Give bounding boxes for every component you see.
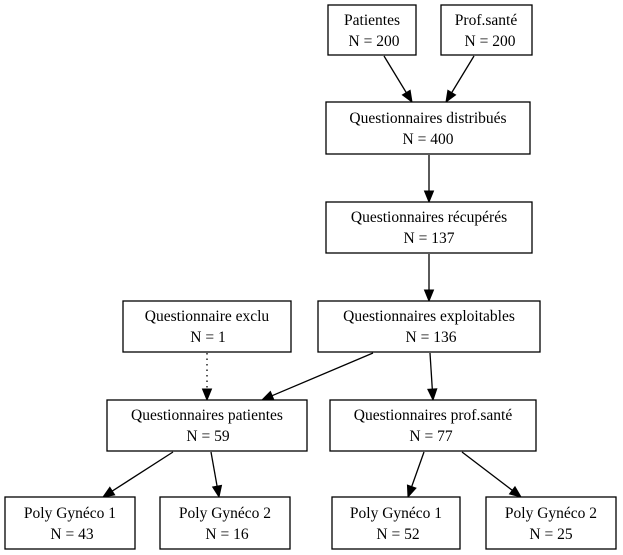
node-prof-gyneco2-count: N = 25	[529, 526, 572, 543]
node-pat-gyneco1-count: N = 43	[50, 526, 93, 543]
node-patientes-label: Patientes	[344, 12, 400, 29]
edge-q_patientes-to-pat_gyneco2	[210, 451, 218, 487]
edge-exploitables-to-q_patientes	[271, 352, 374, 397]
arrowhead-patientes-to-distribues	[401, 89, 413, 104]
node-prof-sante: Prof.santé N = 200	[440, 4, 533, 56]
node-prof-gyneco1-label: Poly Gynéco 1	[350, 505, 442, 522]
arrowhead-exploitables-to-q_patientes	[260, 390, 275, 401]
node-pat-gyneco1-label: Poly Gynéco 1	[24, 505, 116, 522]
edge-prof_sante-to-distribues	[451, 55, 475, 93]
node-questionnaires-patientes: Questionnaires patientes N = 59	[106, 399, 308, 452]
node-exploitables-label: Questionnaires exploitables	[343, 308, 515, 325]
node-questionnaires-exploitables: Questionnaires exploitables N = 136	[317, 300, 541, 353]
node-exploitables-count: N = 136	[406, 329, 457, 346]
arrowhead-distribues-to-recuperes	[423, 190, 435, 204]
node-pat-gyneco2-count: N = 16	[205, 526, 248, 543]
node-distribues-label: Questionnaires distribués	[349, 110, 506, 127]
node-recuperes-count: N = 137	[404, 230, 455, 247]
node-questionnaires-prof-sante: Questionnaires prof.santé N = 77	[329, 399, 537, 452]
node-patientes-count: N = 200	[349, 33, 400, 50]
node-exclu-count: N = 1	[190, 329, 225, 346]
edge-patientes-to-distribues	[383, 55, 407, 93]
arrowhead-recuperes-to-exploitables	[423, 289, 435, 303]
node-patientes: Patientes N = 200	[327, 4, 417, 56]
arrowhead-prof_sante-to-distribues	[445, 89, 457, 104]
node-q-prof-sante-count: N = 77	[409, 428, 452, 445]
node-prof-gyneco2-label: Poly Gynéco 2	[505, 505, 597, 522]
node-prof-sante-count: N = 200	[465, 33, 516, 50]
node-prof-poly-gyneco-1: Poly Gynéco 1 N = 52	[331, 496, 461, 550]
node-questionnaire-exclu: Questionnaire exclu N = 1	[122, 300, 292, 353]
edge-q_prof_sante-to-prof_gyneco2	[461, 451, 513, 491]
node-patientes-poly-gyneco-1: Poly Gynéco 1 N = 43	[4, 496, 136, 550]
node-distribues-count: N = 400	[403, 131, 454, 148]
node-prof-poly-gyneco-2: Poly Gynéco 2 N = 25	[485, 496, 617, 550]
node-prof-gyneco1-count: N = 52	[376, 526, 419, 543]
node-prof-sante-label: Prof.santé	[455, 12, 518, 29]
node-q-patientes-label: Questionnaires patientes	[131, 407, 283, 424]
node-recuperes-label: Questionnaires récupérés	[351, 209, 507, 226]
arrowhead-exclu-to-q_patientes	[201, 388, 213, 402]
node-q-prof-sante-label: Questionnaires prof.santé	[354, 407, 513, 424]
arrowhead-q_prof_sante-to-prof_gyneco1	[406, 484, 417, 499]
edges-layer	[101, 55, 523, 499]
node-questionnaires-distribues: Questionnaires distribués N = 400	[325, 101, 531, 155]
node-questionnaires-recuperes: Questionnaires récupérés N = 137	[325, 201, 533, 254]
arrowhead-exploitables-to-q_prof_sante	[427, 388, 438, 402]
node-q-patientes-count: N = 59	[186, 428, 229, 445]
edge-q_patientes-to-pat_gyneco1	[111, 451, 174, 492]
node-pat-gyneco2-label: Poly Gynéco 2	[179, 505, 271, 522]
edge-q_prof_sante-to-prof_gyneco1	[411, 451, 425, 487]
arrowhead-q_patientes-to-pat_gyneco1	[101, 486, 116, 498]
arrowhead-q_prof_sante-to-prof_gyneco2	[508, 485, 523, 498]
edge-exploitables-to-q_prof_sante	[429, 352, 433, 390]
arrowhead-q_patientes-to-pat_gyneco2	[211, 484, 223, 499]
node-patientes-poly-gyneco-2: Poly Gynéco 2 N = 16	[159, 496, 291, 550]
node-exclu-label: Questionnaire exclu	[145, 308, 270, 325]
